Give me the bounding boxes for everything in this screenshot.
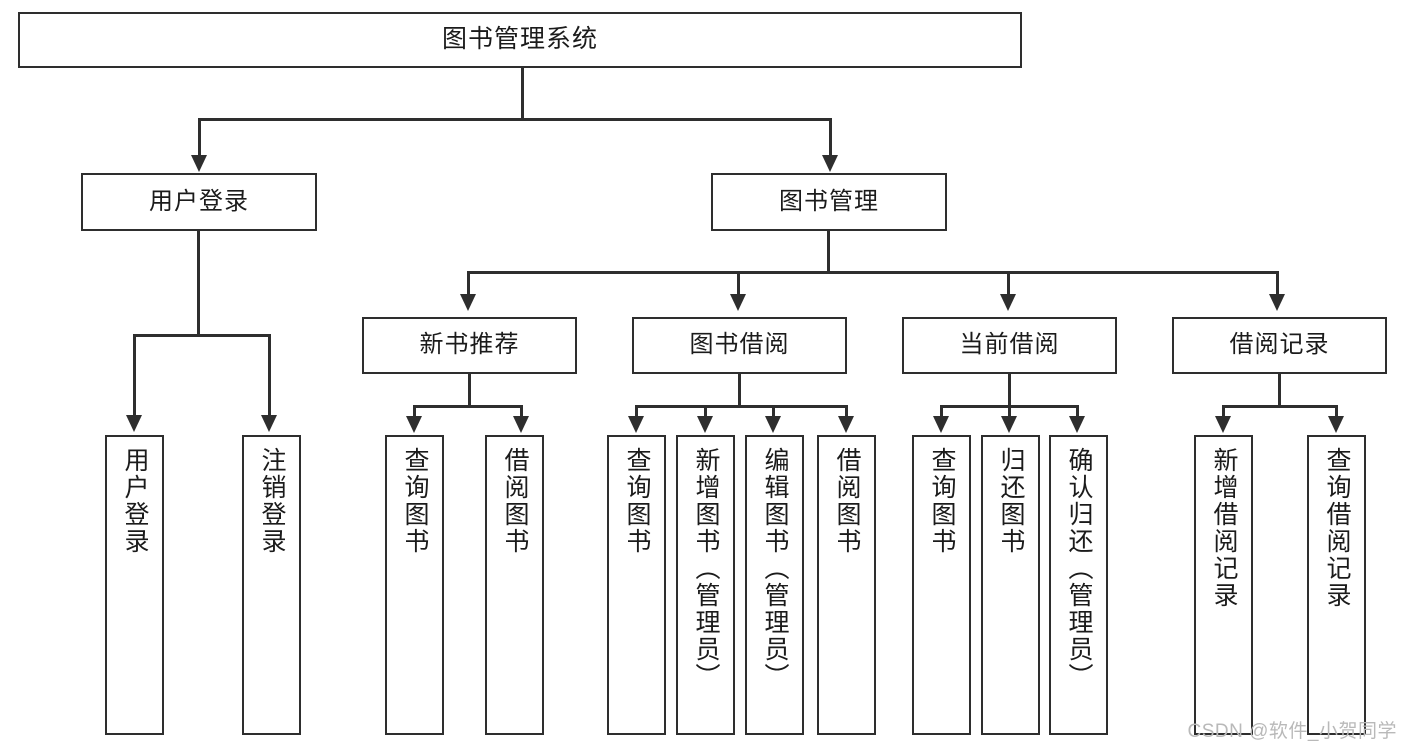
node-label: 查询图书 [623,447,651,555]
connector-current-borrow-drop-2 [1008,405,1011,417]
node-label: 确认归还（管理员） [1065,447,1093,690]
node-label: 借阅记录 [1229,331,1330,359]
node-book-borrow[interactable]: 图书借阅 [632,317,847,374]
connector-borrow-record-drop-1 [1222,405,1225,417]
connector-new-book-drop-1 [413,405,416,417]
connector-borrow-record-bus [1222,405,1338,408]
arrowhead-leaf-current-borrow-1 [933,416,949,433]
arrowhead-to-book-borrow [730,294,746,311]
connector-new-book-drop-2 [520,405,523,417]
leaf-current-borrow-query-book[interactable]: 查询图书 [912,435,971,735]
leaf-borrow-record-add-record[interactable]: 新增借阅记录 [1194,435,1253,735]
node-label: 借阅图书 [833,447,861,555]
node-label: 归还图书 [997,447,1025,555]
node-label: 新增借阅记录 [1210,447,1238,609]
connector-book-borrow-drop-2 [704,405,707,417]
node-root-system[interactable]: 图书管理系统 [18,12,1022,68]
arrowhead-leaf-new-book-2 [513,416,529,433]
leaf-user-login-logout[interactable]: 注销登录 [242,435,301,735]
node-label: 新增图书（管理员） [692,447,720,690]
node-label: 借阅图书 [501,447,529,555]
leaf-book-borrow-borrow-book[interactable]: 借阅图书 [817,435,876,735]
connector-user-login-stem [197,231,200,336]
node-new-book-recommend[interactable]: 新书推荐 [362,317,577,374]
node-label: 图书管理 [779,187,879,215]
arrowhead-leaf-book-borrow-4 [838,416,854,433]
connector-borrow-record-drop-2 [1335,405,1338,417]
node-label: 查询借阅记录 [1323,447,1351,609]
node-label: 查询图书 [401,447,429,555]
node-current-borrow[interactable]: 当前借阅 [902,317,1117,374]
node-borrow-record[interactable]: 借阅记录 [1172,317,1387,374]
node-label: 图书管理系统 [441,25,598,54]
connector-user-login-drop-2 [268,334,271,416]
connector-new-book-stem [468,374,471,407]
connector-new-book-bus [413,405,523,408]
connector-root-drop-right [829,118,832,156]
connector-borrow-record-stem [1278,374,1281,407]
leaf-new-book-query-book[interactable]: 查询图书 [385,435,444,735]
leaf-borrow-record-query-record[interactable]: 查询借阅记录 [1307,435,1366,735]
connector-book-manage-drop-2 [737,271,740,295]
connector-user-login-bus [133,334,271,337]
connector-book-borrow-drop-1 [635,405,638,417]
connector-book-borrow-drop-3 [772,405,775,417]
node-book-management[interactable]: 图书管理 [711,173,947,231]
connector-current-borrow-stem [1008,374,1011,407]
connector-book-manage-drop-1 [467,271,470,295]
arrowhead-leaf-book-borrow-3 [765,416,781,433]
node-label: 当前借阅 [959,331,1060,359]
node-user-login[interactable]: 用户登录 [81,173,317,231]
leaf-current-borrow-confirm-return[interactable]: 确认归还（管理员） [1049,435,1108,735]
arrowhead-to-current-borrow [1000,294,1016,311]
node-label: 查询图书 [928,447,956,555]
node-label: 图书借阅 [689,331,790,359]
arrowhead-leaf-borrow-record-2 [1328,416,1344,433]
connector-root-drop-left [198,118,201,156]
arrowhead-to-borrow-record [1269,294,1285,311]
connector-current-borrow-drop-1 [940,405,943,417]
leaf-book-borrow-query-book[interactable]: 查询图书 [607,435,666,735]
arrowhead-to-new-book [460,294,476,311]
leaf-user-login-login[interactable]: 用户登录 [105,435,164,735]
arrowhead-to-book-manage [822,155,838,172]
connector-book-manage-stem [827,231,830,273]
arrowhead-leaf-user-login-1 [126,415,142,432]
node-label: 用户登录 [121,447,149,555]
arrowhead-leaf-user-login-2 [261,415,277,432]
connector-book-manage-drop-3 [1007,271,1010,295]
leaf-new-book-borrow-book[interactable]: 借阅图书 [485,435,544,735]
connector-root-bus [198,118,832,121]
leaf-book-borrow-add-book[interactable]: 新增图书（管理员） [676,435,735,735]
connector-book-borrow-stem [738,374,741,407]
leaf-book-borrow-edit-book[interactable]: 编辑图书（管理员） [745,435,804,735]
connector-current-borrow-drop-3 [1076,405,1079,417]
node-label: 用户登录 [149,187,249,215]
leaf-current-borrow-return-book[interactable]: 归还图书 [981,435,1040,735]
arrowhead-leaf-new-book-1 [406,416,422,433]
connector-root-stem [521,68,524,120]
connector-book-borrow-drop-4 [845,405,848,417]
arrowhead-leaf-current-borrow-3 [1069,416,1085,433]
connector-user-login-drop-1 [133,334,136,416]
arrowhead-leaf-book-borrow-1 [628,416,644,433]
connector-book-manage-bus [467,271,1278,274]
csdn-watermark: CSDN @软件_小贺同学 [1187,721,1397,742]
arrowhead-to-user-login [191,155,207,172]
connector-book-borrow-bus [635,405,848,408]
node-label: 编辑图书（管理员） [761,447,789,690]
connector-book-manage-drop-4 [1276,271,1279,295]
node-label: 新书推荐 [419,331,520,359]
arrowhead-leaf-current-borrow-2 [1001,416,1017,433]
arrowhead-leaf-borrow-record-1 [1215,416,1231,433]
arrowhead-leaf-book-borrow-2 [697,416,713,433]
node-label: 注销登录 [258,447,286,555]
